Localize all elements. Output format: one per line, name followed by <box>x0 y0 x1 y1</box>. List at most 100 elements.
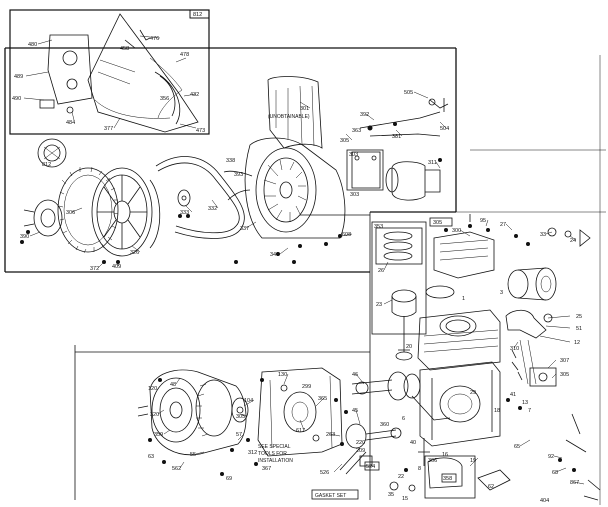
callout-48: 48 <box>170 382 176 388</box>
callout-337: 337 <box>240 226 249 232</box>
callout-8: 8 <box>418 466 421 472</box>
callout-367: 367 <box>262 466 271 472</box>
inset-charging-plate <box>9 9 210 135</box>
callout-62: 62 <box>488 484 494 490</box>
callout-617: 617 <box>296 428 305 434</box>
callout-12: 12 <box>574 340 580 346</box>
note-unobtainable: (UNOBTAINABLE) <box>268 114 310 120</box>
callout-305c: 305 <box>236 414 245 420</box>
callout-18: 18 <box>494 408 500 414</box>
callout-104: 104 <box>244 398 253 404</box>
callouts: 480 476 478 458 489 490 484 377 473 432 … <box>12 36 582 504</box>
callout-27: 27 <box>500 222 506 228</box>
control-linkage <box>359 98 449 137</box>
callout-40: 40 <box>410 440 416 446</box>
callout-3: 3 <box>500 290 503 296</box>
callout-57: 57 <box>236 432 242 438</box>
callout-320: 320 <box>150 412 159 418</box>
callout-381: 381 <box>392 134 401 140</box>
callout-41: 41 <box>510 392 516 398</box>
callout-490: 490 <box>12 96 21 102</box>
cylinder-head-group <box>375 214 591 453</box>
callout-307: 307 <box>560 358 569 364</box>
callout-359: 359 <box>154 432 163 438</box>
callout-95: 95 <box>480 218 486 224</box>
note-special-tools-2: TOOLS FOR <box>258 451 287 457</box>
callout-130: 130 <box>278 372 287 378</box>
starter-motor <box>351 151 442 201</box>
callout-263: 263 <box>326 432 335 438</box>
sump-cover <box>257 367 344 457</box>
callout-365: 365 <box>318 396 327 402</box>
boxed-ref-366-frame <box>424 455 476 499</box>
callout-23: 23 <box>376 302 382 308</box>
callout-377: 377 <box>104 126 113 132</box>
note-special-tools-1: SEE SPECIAL <box>258 444 291 450</box>
boxed-references: 812 303 353 305 524 358 366 <box>189 9 476 499</box>
callout-26: 26 <box>378 268 384 274</box>
leader-lines <box>23 35 585 485</box>
callout-16: 16 <box>442 452 448 458</box>
callout-505: 505 <box>404 90 413 96</box>
callout-299: 299 <box>302 384 311 390</box>
callout-51: 51 <box>576 326 582 332</box>
flywheel-group <box>23 138 245 257</box>
callout-301: 301 <box>300 106 309 112</box>
boxed-ref-353-frame <box>371 221 427 335</box>
note-special-tools-3: INSTALLATION <box>258 458 293 464</box>
callout-311: 311 <box>428 160 437 166</box>
callout-92: 92 <box>548 454 554 460</box>
callout-305: 305 <box>340 138 349 144</box>
callout-306: 306 <box>66 210 75 216</box>
callout-68: 68 <box>552 470 558 476</box>
callout-393: 393 <box>234 172 243 178</box>
callout-338: 338 <box>226 158 235 164</box>
callout-346: 346 <box>270 252 279 258</box>
boxed-ref-303: 303 <box>349 152 358 158</box>
callout-305b: 305 <box>560 372 569 378</box>
blower-housing <box>223 76 346 248</box>
callout-473: 473 <box>196 128 205 134</box>
callout-24: 24 <box>570 238 576 244</box>
callout-65: 65 <box>514 444 520 450</box>
callout-15: 15 <box>402 496 408 502</box>
callout-35: 35 <box>388 492 394 498</box>
boxed-ref-305-frame <box>429 217 453 227</box>
callout-1: 1 <box>462 296 465 302</box>
callout-55: 55 <box>190 452 196 458</box>
callout-220: 220 <box>356 440 365 446</box>
callout-478: 478 <box>180 52 189 58</box>
callout-29: 29 <box>470 390 476 396</box>
callout-526: 526 <box>320 470 329 476</box>
callout-300: 300 <box>452 228 461 234</box>
callout-504: 504 <box>440 126 449 132</box>
callout-46: 46 <box>352 372 358 378</box>
boxed-ref-366: 366 <box>428 458 437 464</box>
callout-458: 458 <box>120 46 129 52</box>
callout-360: 360 <box>380 422 389 428</box>
callout-356: 356 <box>160 96 169 102</box>
callout-326: 326 <box>130 250 139 256</box>
boxed-ref-524-frame <box>364 461 380 471</box>
callout-312: 312 <box>248 450 257 456</box>
callout-33: 33 <box>540 232 546 238</box>
callout-409: 409 <box>112 264 121 270</box>
callout-432: 432 <box>190 92 199 98</box>
callout-7: 7 <box>528 408 531 414</box>
notes: (UNOBTAINABLE) SEE SPECIAL TOOLS FOR INS… <box>258 114 359 500</box>
callout-63: 63 <box>148 454 154 460</box>
boxed-ref-305: 305 <box>433 220 442 226</box>
callout-22: 22 <box>398 474 404 480</box>
boxed-ref-812: 812 <box>193 12 202 18</box>
boxed-ref-524: 524 <box>366 464 375 470</box>
callout-390: 390 <box>20 234 29 240</box>
callout-45: 45 <box>352 408 358 414</box>
callout-303: 303 <box>350 192 359 198</box>
hardware-marks <box>20 230 601 501</box>
note-gasket-set: GASKET SET <box>315 493 346 499</box>
callout-25: 25 <box>576 314 582 320</box>
boxed-ref-812-frame <box>189 9 210 19</box>
gasket-set-frame <box>311 489 359 500</box>
crankcase-group <box>339 361 511 492</box>
